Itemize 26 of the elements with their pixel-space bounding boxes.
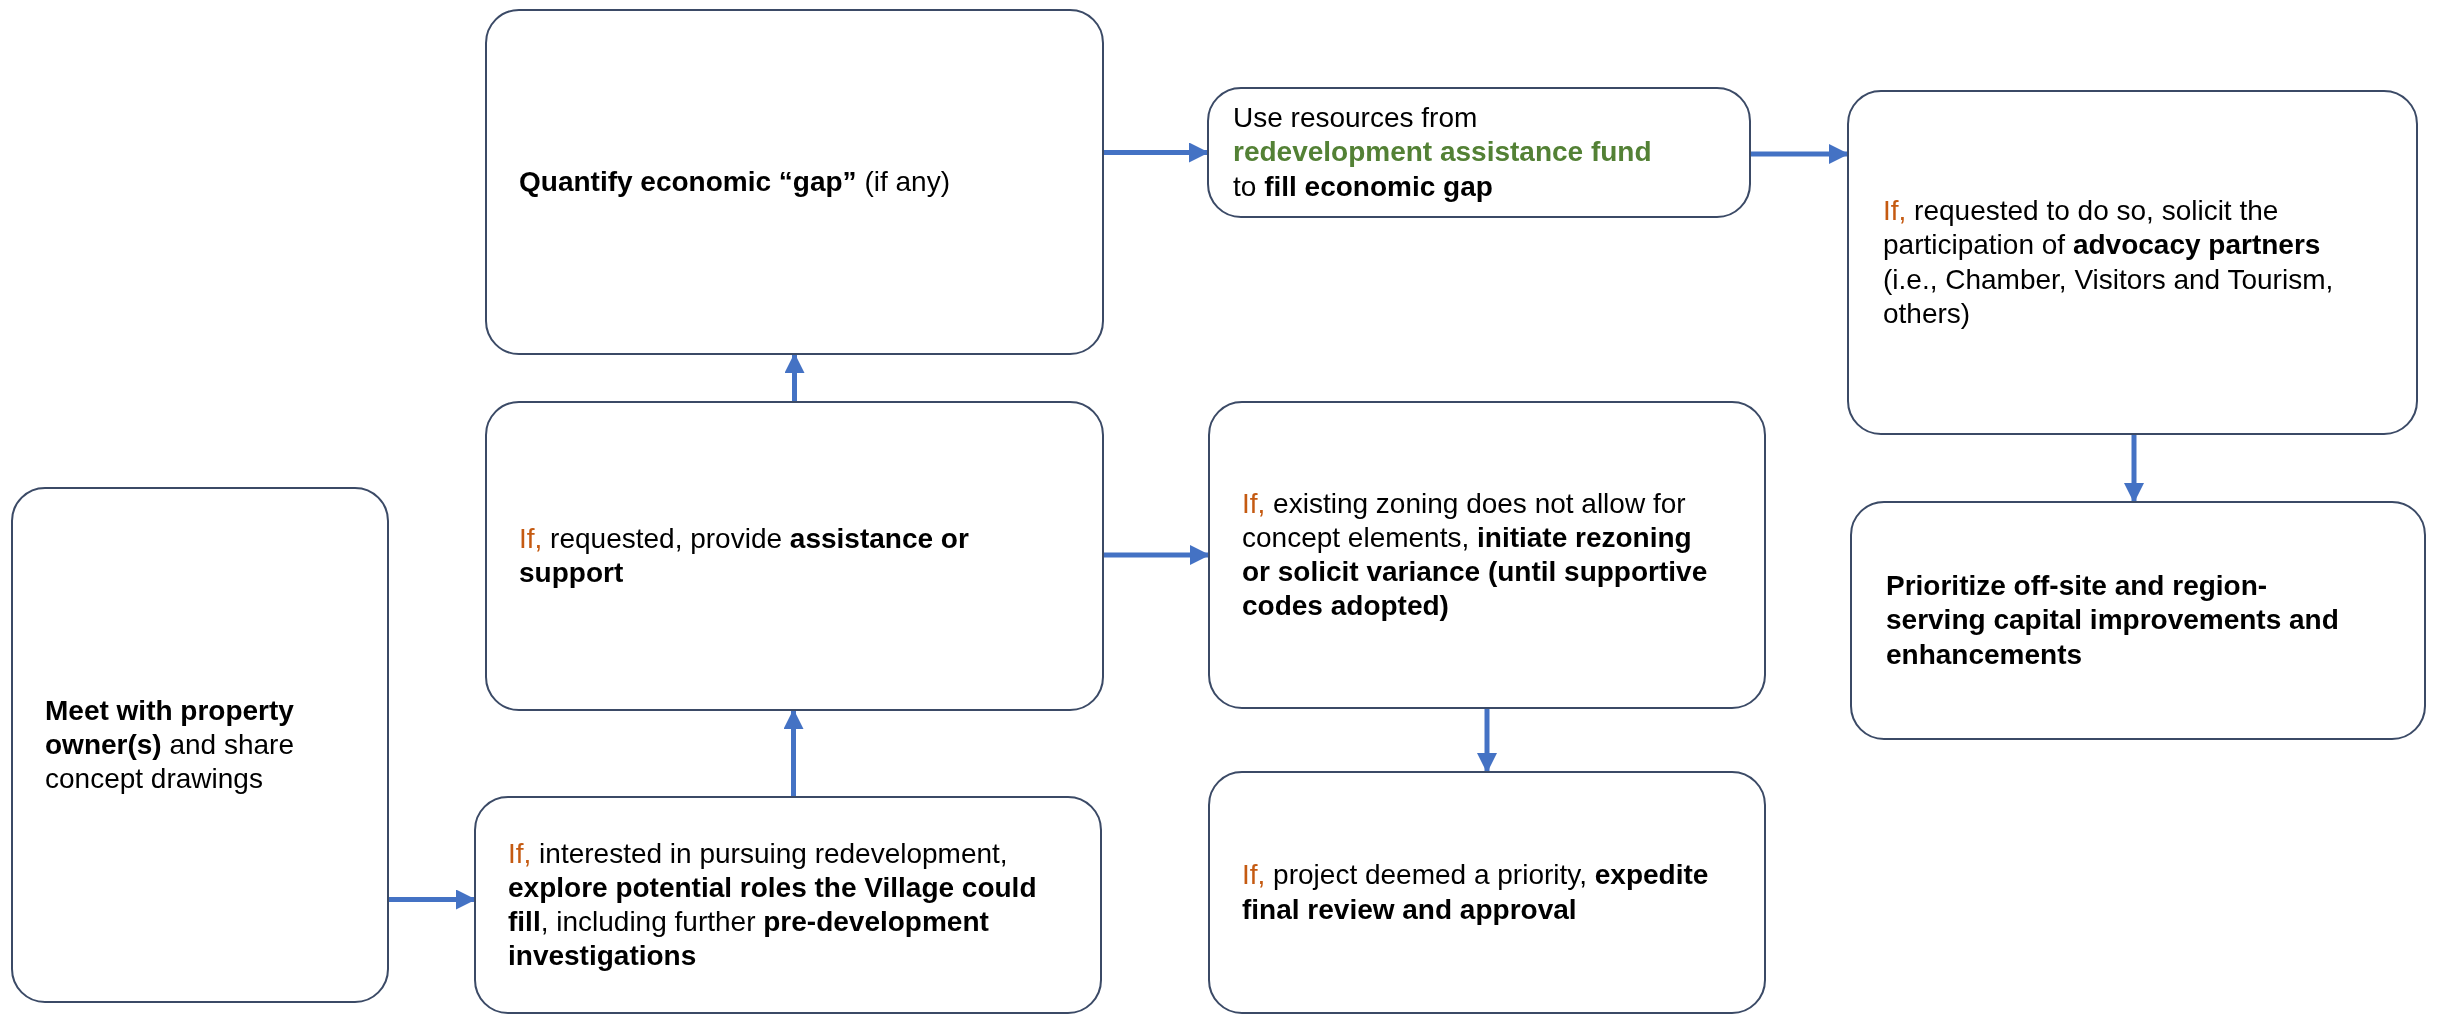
process-box — [1208, 401, 1766, 709]
node-text: Quantify economic “gap” (if any) — [519, 164, 950, 199]
node-text: Meet with property owner(s) and share concept drawings — [45, 693, 295, 797]
process-box — [1850, 501, 2426, 740]
process-box — [485, 401, 1104, 711]
node-text: If, requested, provide assistance or support — [519, 521, 970, 590]
node-text: Prioritize off-site and region-serving capital improvements and enhancements — [1886, 569, 2340, 672]
node-text: If, existing zoning does not allow for concept elements, initiate rezoning or solicit variance (until supportive codes adopted) — [1242, 486, 1709, 624]
arrow — [1477, 709, 1497, 773]
node-text: If, interested in pursuing redevelopment, explore potential roles the Village could fill, including further pre-development investigations — [508, 836, 1038, 974]
arrow — [1104, 545, 1210, 565]
process-box — [1847, 90, 2418, 435]
arrow — [783, 709, 804, 796]
process-box — [474, 796, 1102, 1014]
process-box — [11, 487, 389, 1003]
process-box — [1207, 87, 1751, 218]
node-text: If, project deemed a priority, expedite final review and approval — [1242, 858, 1710, 927]
process-box — [1208, 771, 1766, 1014]
arrow — [1751, 144, 1849, 164]
node-text: If, requested to do so, solicit the participation of advocacy partners (i.e., Chamber, Visitors and Tourism, others) — [1883, 194, 2335, 331]
arrow — [389, 889, 476, 910]
arrow — [1104, 142, 1209, 163]
arrow — [2124, 435, 2144, 503]
arrow — [784, 353, 805, 401]
process-box — [485, 9, 1104, 355]
node-text: Use resources from redevelopment assistance fund to fill economic gap — [1233, 101, 1652, 204]
